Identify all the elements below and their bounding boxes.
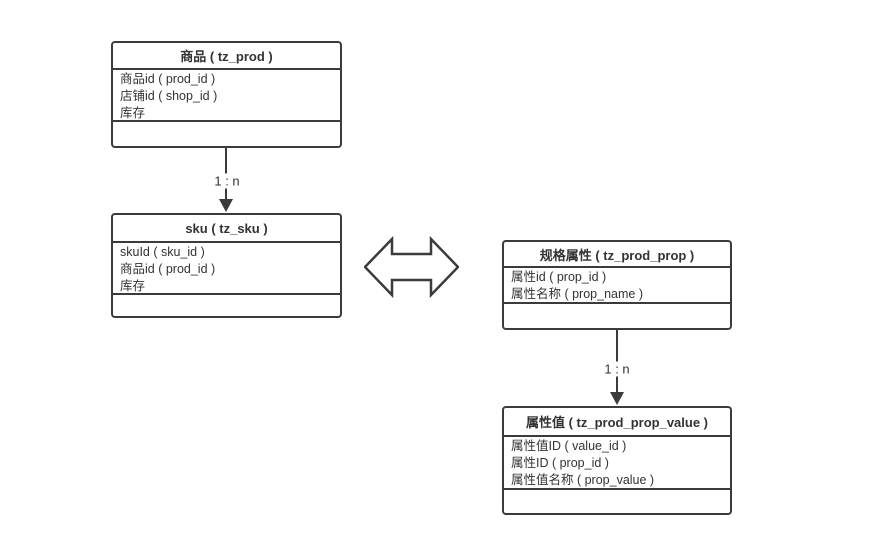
entity-prod-title: 商品 ( tz_prod ) bbox=[113, 43, 340, 70]
entity-prod-prop-title: 规格属性 ( tz_prod_prop ) bbox=[504, 242, 730, 268]
entity-field: 商品id ( prod_id ) bbox=[120, 72, 216, 86]
entity-prod-fields: 商品id ( prod_id ) 店铺id ( shop_id ) 库存 bbox=[113, 70, 340, 122]
entity-prod-prop-fields: 属性id ( prop_id ) 属性名称 ( prop_name ) bbox=[504, 268, 730, 304]
arrowhead-down-icon bbox=[219, 199, 233, 212]
entity-sku-title: sku ( tz_sku ) bbox=[113, 215, 340, 243]
entity-footer bbox=[504, 304, 730, 328]
entity-sku-fields: skuId ( sku_id ) 商品id ( prod_id ) 库存 bbox=[113, 243, 340, 295]
entity-prod-prop-value-fields: 属性值ID ( value_id ) 属性ID ( prop_id ) 属性值名… bbox=[504, 437, 730, 490]
entity-field: 店铺id ( shop_id ) bbox=[120, 89, 218, 103]
entity-sku: sku ( tz_sku ) skuId ( sku_id ) 商品id ( p… bbox=[111, 213, 342, 318]
entity-prod-prop: 规格属性 ( tz_prod_prop ) 属性id ( prop_id ) 属… bbox=[502, 240, 732, 330]
entity-prod-prop-value: 属性值 ( tz_prod_prop_value ) 属性值ID ( value… bbox=[502, 406, 732, 515]
entity-footer bbox=[113, 295, 340, 316]
entity-field: skuId ( sku_id ) bbox=[120, 245, 205, 259]
entity-field: 属性名称 ( prop_name ) bbox=[511, 287, 643, 301]
entity-field: 库存 bbox=[120, 279, 146, 293]
entity-footer bbox=[504, 490, 730, 513]
entity-prod-prop-value-title: 属性值 ( tz_prod_prop_value ) bbox=[504, 408, 730, 437]
entity-footer bbox=[113, 122, 340, 146]
entity-field: 属性ID ( prop_id ) bbox=[511, 456, 609, 470]
entity-prod: 商品 ( tz_prod ) 商品id ( prod_id ) 店铺id ( s… bbox=[111, 41, 342, 148]
double-arrow-icon bbox=[364, 236, 459, 299]
entity-field: 属性值名称 ( prop_value ) bbox=[511, 473, 655, 487]
relation-line-prop-value bbox=[616, 330, 618, 392]
entity-field: 库存 bbox=[120, 106, 146, 120]
arrowhead-down-icon bbox=[610, 392, 624, 405]
entity-field: 属性id ( prop_id ) bbox=[511, 270, 607, 284]
relation-label-prop-value: 1 : n bbox=[600, 361, 634, 377]
entity-field: 属性值ID ( value_id ) bbox=[511, 439, 627, 453]
relation-label-prod-sku: 1 : n bbox=[210, 173, 244, 189]
entity-field: 商品id ( prod_id ) bbox=[120, 262, 216, 276]
